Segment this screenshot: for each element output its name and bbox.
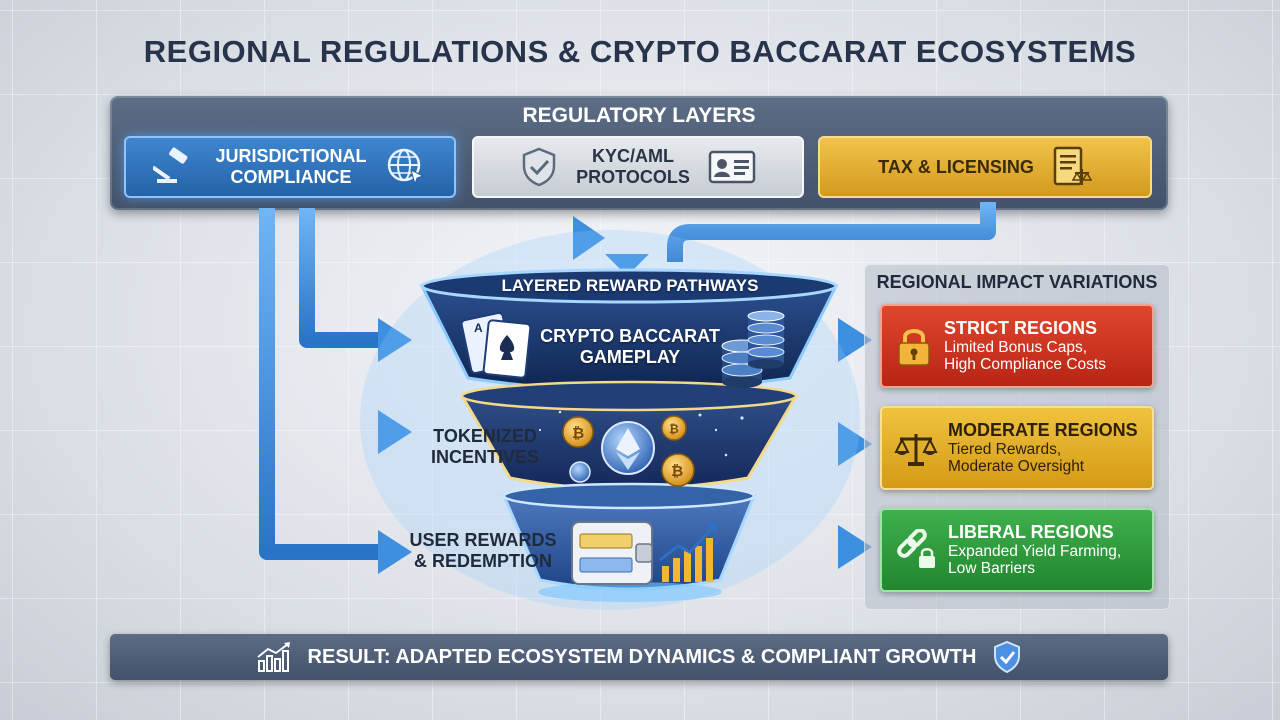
left-arrowheads <box>378 216 649 574</box>
chain-lock-icon <box>897 529 935 568</box>
gavel-icon <box>153 147 188 183</box>
liberal-regions-desc2: Low Barriers <box>948 560 1035 578</box>
liberal-regions-card: LIBERAL REGIONS Expanded Yield Farming, … <box>880 508 1154 592</box>
right-arrowheads <box>838 318 872 569</box>
tokenized-line2: INCENTIVES <box>430 446 540 467</box>
moderate-regions-heading: MODERATE REGIONS <box>948 419 1138 440</box>
id-card-icon <box>708 150 756 184</box>
crypto-coins-icon: ₿ ₿ ₿ <box>562 415 695 487</box>
shield-check-icon <box>994 640 1021 674</box>
regulatory-layers-title: REGULATORY LAYERS <box>522 104 756 127</box>
shield-check-icon <box>522 147 556 187</box>
growth-chart-icon <box>659 522 718 582</box>
strict-regions-card: STRICT REGIONS Limited Bonus Caps, High … <box>880 304 1154 388</box>
result-bar: RESULT: ADAPTED ECOSYSTEM DYNAMICS & COM… <box>110 634 1168 680</box>
kyc-line2: PROTOCOLS <box>576 167 690 187</box>
tokenized-line1: TOKENIZED <box>433 426 537 446</box>
funnel-top-line1: CRYPTO BACCARAT <box>540 326 720 346</box>
tokenized-incentives-label: TOKENIZED INCENTIVES <box>410 426 560 467</box>
page-title: REGIONAL REGULATIONS & CRYPTO BACCARAT E… <box>143 34 1137 69</box>
sparkles <box>538 410 744 457</box>
moderate-regions-desc1: Tiered Rewards, <box>948 440 1062 458</box>
playing-cards-icon: A <box>460 311 532 379</box>
jurisdictional-compliance-box: JURISDICTIONAL COMPLIANCE <box>124 136 456 198</box>
user-rewards-label: USER REWARDS & REDEMPTION <box>400 530 566 571</box>
funnel-title: LAYERED REWARD PATHWAYS <box>501 276 759 295</box>
regional-impact-title: REGIONAL IMPACT VARIATIONS <box>876 272 1158 292</box>
right-flow-arrows <box>740 332 840 555</box>
moderate-regions-card: MODERATE REGIONS Tiered Rewards, Moderat… <box>880 406 1154 490</box>
svg-text:₿: ₿ <box>671 463 683 480</box>
liberal-regions-heading: LIBERAL REGIONS <box>948 521 1114 542</box>
chip-stack-icon <box>721 310 785 388</box>
svg-text:₿: ₿ <box>572 425 584 442</box>
tax-licensing-box: TAX & LICENSING <box>818 136 1152 198</box>
jurisdictional-line2: COMPLIANCE <box>230 167 352 187</box>
user-rewards-line1: USER REWARDS <box>409 530 557 550</box>
jurisdictional-line1: JURISDICTIONAL <box>215 146 367 167</box>
funnel-top-line2: GAMEPLAY <box>579 346 681 367</box>
regulatory-layers-panel: REGULATORY LAYERS JURISDICTIONAL COMPLIA… <box>110 96 1168 210</box>
user-rewards-line2: & REDEMPTION <box>413 550 552 571</box>
left-flow-arrows <box>259 202 996 560</box>
globe-icon <box>387 148 424 186</box>
svg-text:₿: ₿ <box>669 422 679 436</box>
kyc-aml-box: KYC/AML PROTOCOLS <box>472 136 804 198</box>
regional-impact-panel: REGIONAL IMPACT VARIATIONS STRICT REGION… <box>864 264 1170 610</box>
strict-regions-desc1: Limited Bonus Caps, <box>944 338 1088 356</box>
result-text: RESULT: ADAPTED ECOSYSTEM DYNAMICS & COM… <box>307 645 977 668</box>
lock-icon <box>898 329 930 366</box>
tax-licensing-label: TAX & LICENSING <box>878 156 1034 177</box>
moderate-regions-desc2: Moderate Oversight <box>948 458 1085 476</box>
growth-chart-icon <box>256 642 290 672</box>
svg-text:A: A <box>474 321 483 335</box>
strict-regions-heading: STRICT REGIONS <box>944 317 1098 338</box>
kyc-line1: KYC/AML <box>592 146 674 167</box>
funnel-top-label: CRYPTO BACCARAT GAMEPLAY <box>536 326 724 367</box>
wallet-icon <box>571 521 653 585</box>
strict-regions-desc2: High Compliance Costs <box>944 356 1106 374</box>
scale-icon <box>894 434 938 466</box>
liberal-regions-desc1: Expanded Yield Farming, <box>948 542 1122 560</box>
document-scale-icon <box>1053 146 1092 186</box>
